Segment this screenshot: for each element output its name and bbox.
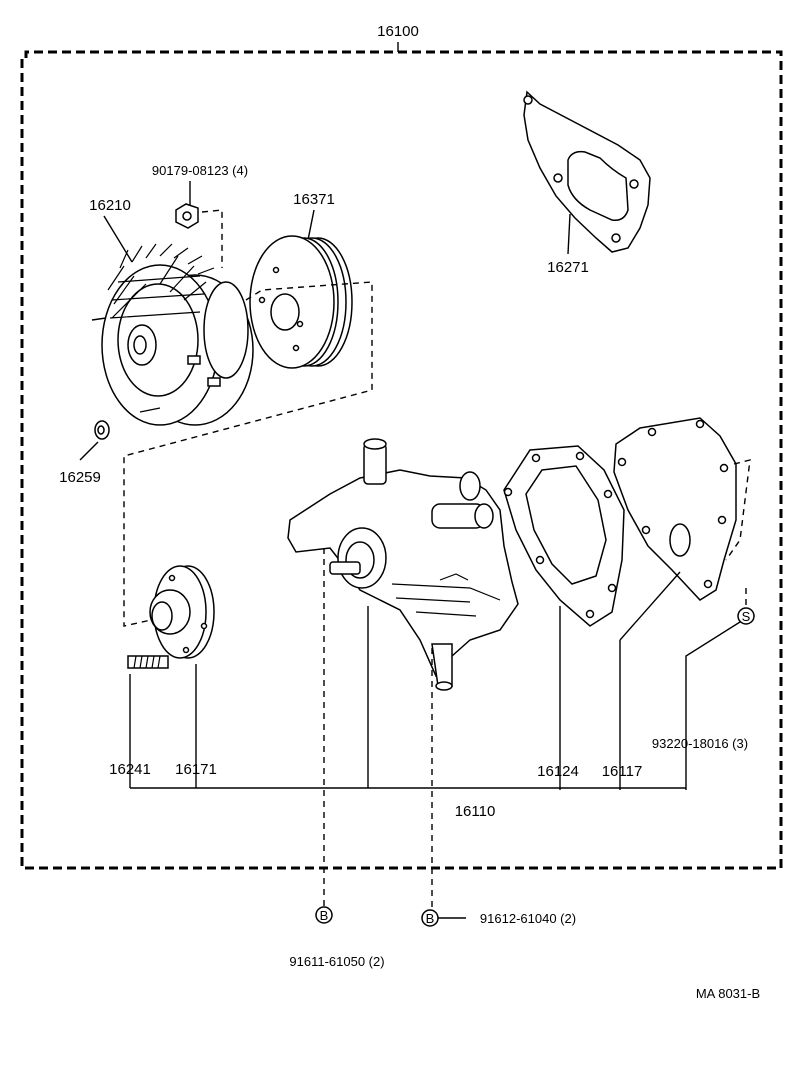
washer-drawing — [94, 420, 110, 440]
bolt-left-label: 91611-61050 (2) — [289, 954, 384, 969]
symbol-b-left-circle — [315, 906, 333, 924]
fan-clutch-label: 16210 — [89, 197, 131, 214]
fan-clutch-bolt-label: 90179-08123 (4) — [152, 163, 248, 178]
gasket-label: 16124 — [537, 763, 579, 780]
hub-drawing — [149, 565, 215, 659]
bolt-right-label: 91612-61040 (2) — [480, 911, 576, 926]
cover-gasket-label: 16271 — [547, 259, 589, 276]
symbol-s-text: S — [742, 609, 751, 624]
stud-s-leader — [685, 621, 741, 790]
gasket-drawing — [503, 445, 625, 627]
assembly-border — [20, 50, 783, 870]
subassembly-label: 16110 — [455, 803, 496, 820]
plate-leader-diag — [619, 571, 681, 641]
bolt-dashed-guide — [201, 209, 223, 268]
cover-gasket-leader — [567, 213, 571, 255]
washer-label: 16259 — [59, 469, 101, 486]
cover-gasket-drawing — [523, 90, 651, 253]
pulley-dashed-guide — [123, 281, 373, 627]
washer-leader — [79, 441, 99, 461]
symbol-s-circle — [737, 607, 755, 625]
water-pump-drawing — [287, 438, 519, 691]
plate-dashed-guide — [725, 459, 751, 561]
symbol-b-left-text: B — [320, 908, 329, 923]
figure-code: MA 8031-B — [696, 986, 760, 1001]
pulley-leader — [307, 209, 315, 241]
assembly-number-label: 16100 — [377, 23, 419, 40]
fan-clutch-leader — [103, 215, 133, 263]
plate-drawing — [613, 417, 737, 601]
symbol-b-right-text: B — [426, 911, 435, 926]
plate-label: 16117 — [602, 763, 643, 780]
stud-s-label: 93220-18016 (3) — [652, 736, 748, 751]
hub-label: 16171 — [175, 761, 217, 778]
pulley-drawing — [249, 235, 353, 369]
stud-drawing — [127, 655, 169, 669]
stud-label: 16241 — [109, 761, 151, 778]
pulley-label: 16371 — [293, 191, 335, 208]
fan-clutch-bolt-drawing — [175, 203, 199, 229]
fan-clutch-drawing — [91, 243, 254, 426]
